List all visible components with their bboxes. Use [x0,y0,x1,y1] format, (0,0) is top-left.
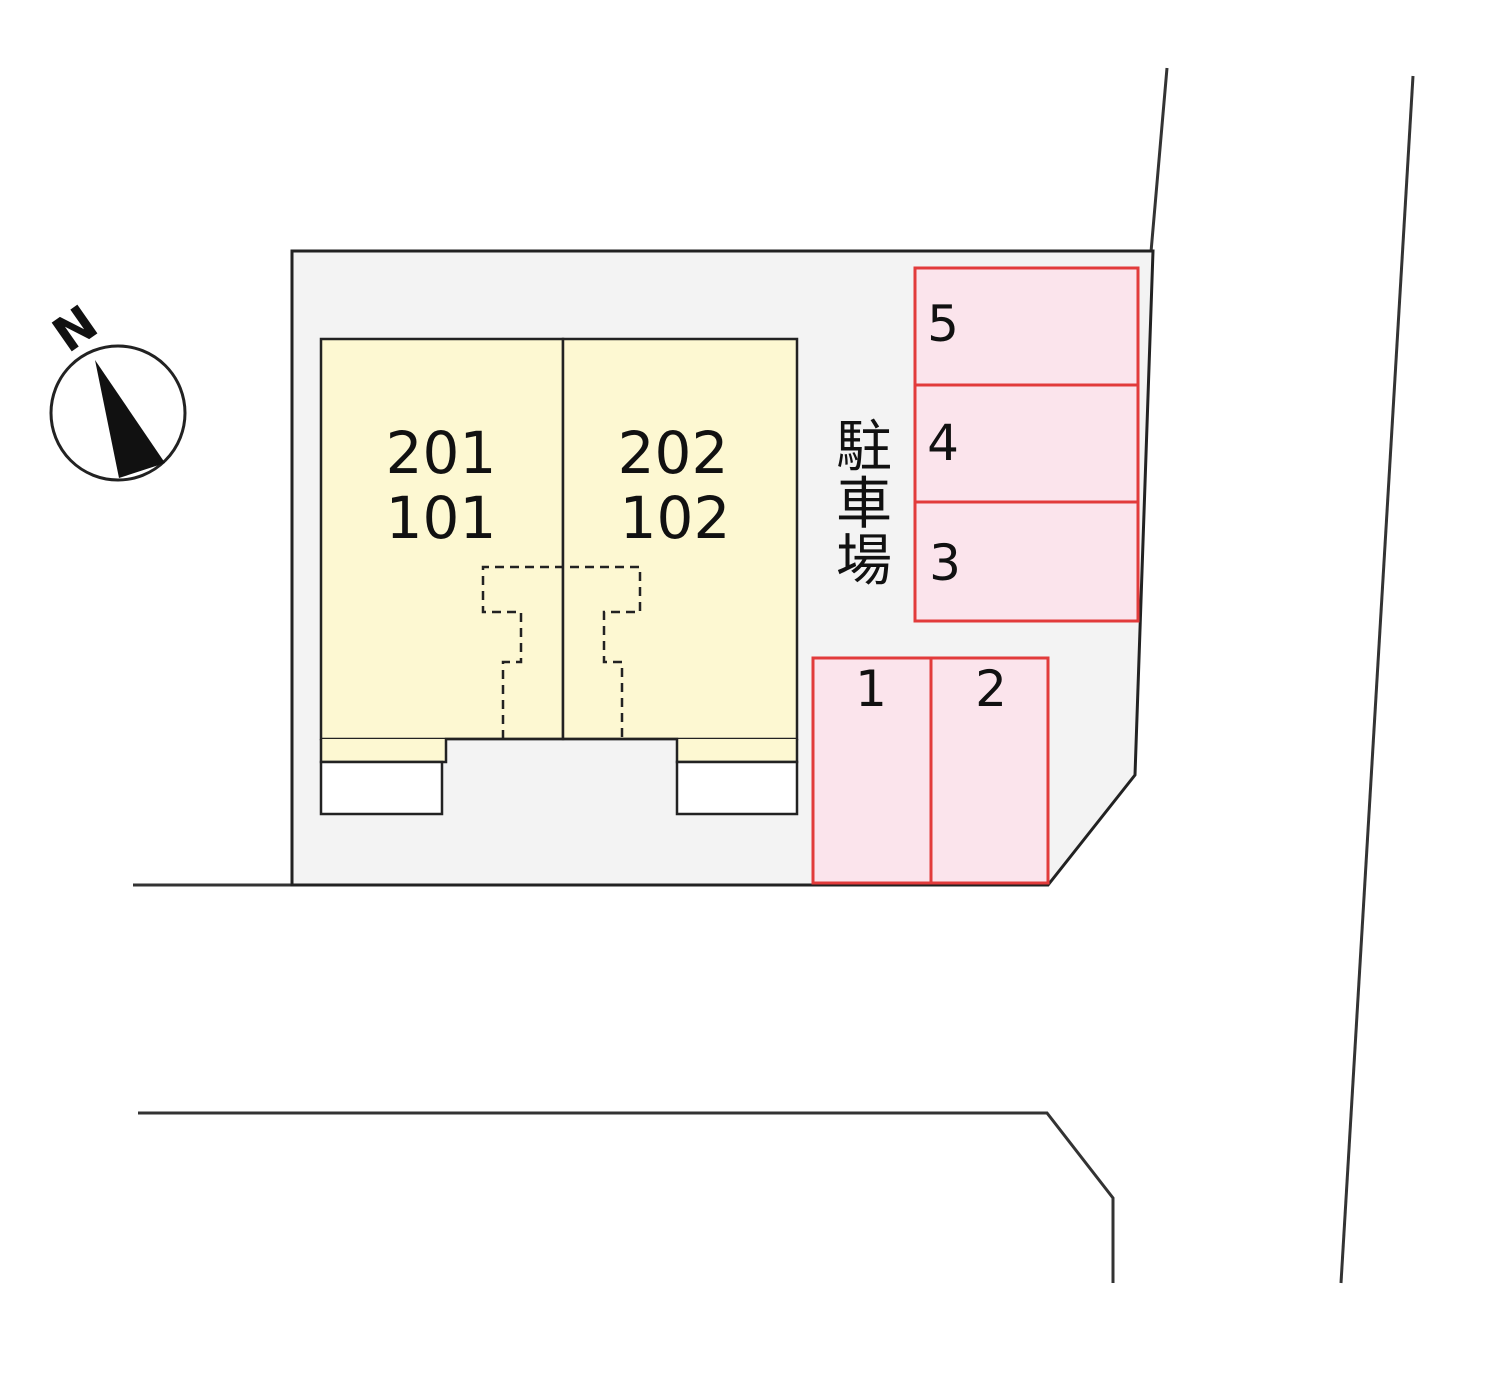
unit-block-right [561,337,799,741]
parking-label-char-3: 場 [836,529,892,594]
balcony-right [675,760,799,816]
road-edge-west-side [1149,67,1169,253]
parking-space-label-3: 3 [929,534,961,592]
unit-label-101: 101 [386,484,497,552]
stairs-outline [481,565,642,739]
parking-space-label-1: 1 [855,660,887,718]
unit-label-202: 202 [618,419,729,487]
parking-space-4 [913,383,1140,504]
road-edge-south-main [138,1111,1115,1283]
parking-spaces [811,266,1140,885]
road-edge-east-side [1339,75,1415,1284]
parking-space-label-4: 4 [927,414,959,472]
parking-space-2 [929,656,1050,885]
parking-label-char-1: 駐 [836,415,892,480]
balcony-left [319,760,444,816]
parking-space-label-5: 5 [927,295,959,353]
parking-label-char-2: 車 [836,472,892,537]
north-compass: N [43,295,187,482]
porch-left [321,739,446,762]
parking-space-1 [811,656,933,885]
unit-label-102: 102 [620,484,731,552]
porch-right [677,739,797,762]
compass-arrow-icon [95,360,165,478]
unit-label-201: 201 [386,419,497,487]
parking-space-3 [913,500,1140,623]
parking-space-label-2: 2 [975,660,1007,718]
